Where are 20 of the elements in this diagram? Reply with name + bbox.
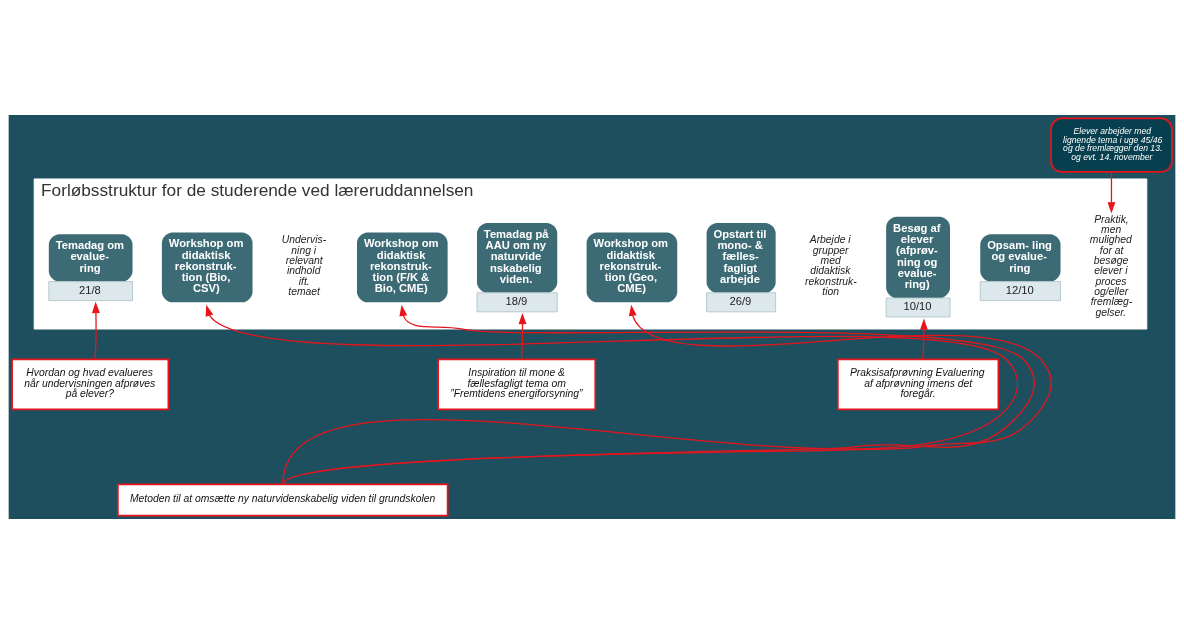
node-box: Praksisafprøvning Evaluering af afprøvning imens det foregår. bbox=[836, 357, 1000, 410]
arrow bbox=[92, 301, 100, 360]
node-box: Workshop om didaktisk rekonstruk- tion (Bio, CSV) bbox=[161, 231, 253, 302]
node-text: Undervis- ning i relevant indhold ift. temaet bbox=[281, 233, 327, 297]
node-box: Metoden til at omsætte ny naturvidenskabelig viden til grundskolen bbox=[117, 483, 449, 516]
node-box: Workshop om didaktisk rekonstruk- tion (F/K & Bio, CME) bbox=[357, 231, 448, 302]
node-box: Inspiration til mone & fællesfagligt tema om ”Fremtidens energiforsyning” bbox=[437, 357, 597, 410]
node-box: Elever arbejder med lignende tema i uge 45/46 og de fremlægger den 13. og evt. 14. november bbox=[1050, 117, 1173, 173]
node-label: 26/9 bbox=[729, 294, 752, 307]
node-box: Hvordan og hvad evalueres når undervisningen afprøves på elever? bbox=[11, 357, 170, 410]
node-label: 18/9 bbox=[505, 294, 528, 307]
node-label: 10/10 bbox=[903, 299, 932, 312]
node-label: 21/8 bbox=[79, 283, 101, 296]
node-label: 12/10 bbox=[1005, 283, 1034, 296]
node-box: Workshop om didaktisk rekonstruk- tion (Geo, CME) bbox=[586, 231, 678, 302]
arrow bbox=[1107, 170, 1116, 213]
arrow bbox=[518, 312, 527, 360]
node-text: Praktik, men mulighed for at besøge elever i proces og/eller fremlæg- gelser. bbox=[1089, 213, 1133, 318]
node-text: Arbejde i grupper med didaktisk rekonstruk- tion bbox=[805, 233, 857, 297]
arrow bbox=[920, 318, 928, 360]
